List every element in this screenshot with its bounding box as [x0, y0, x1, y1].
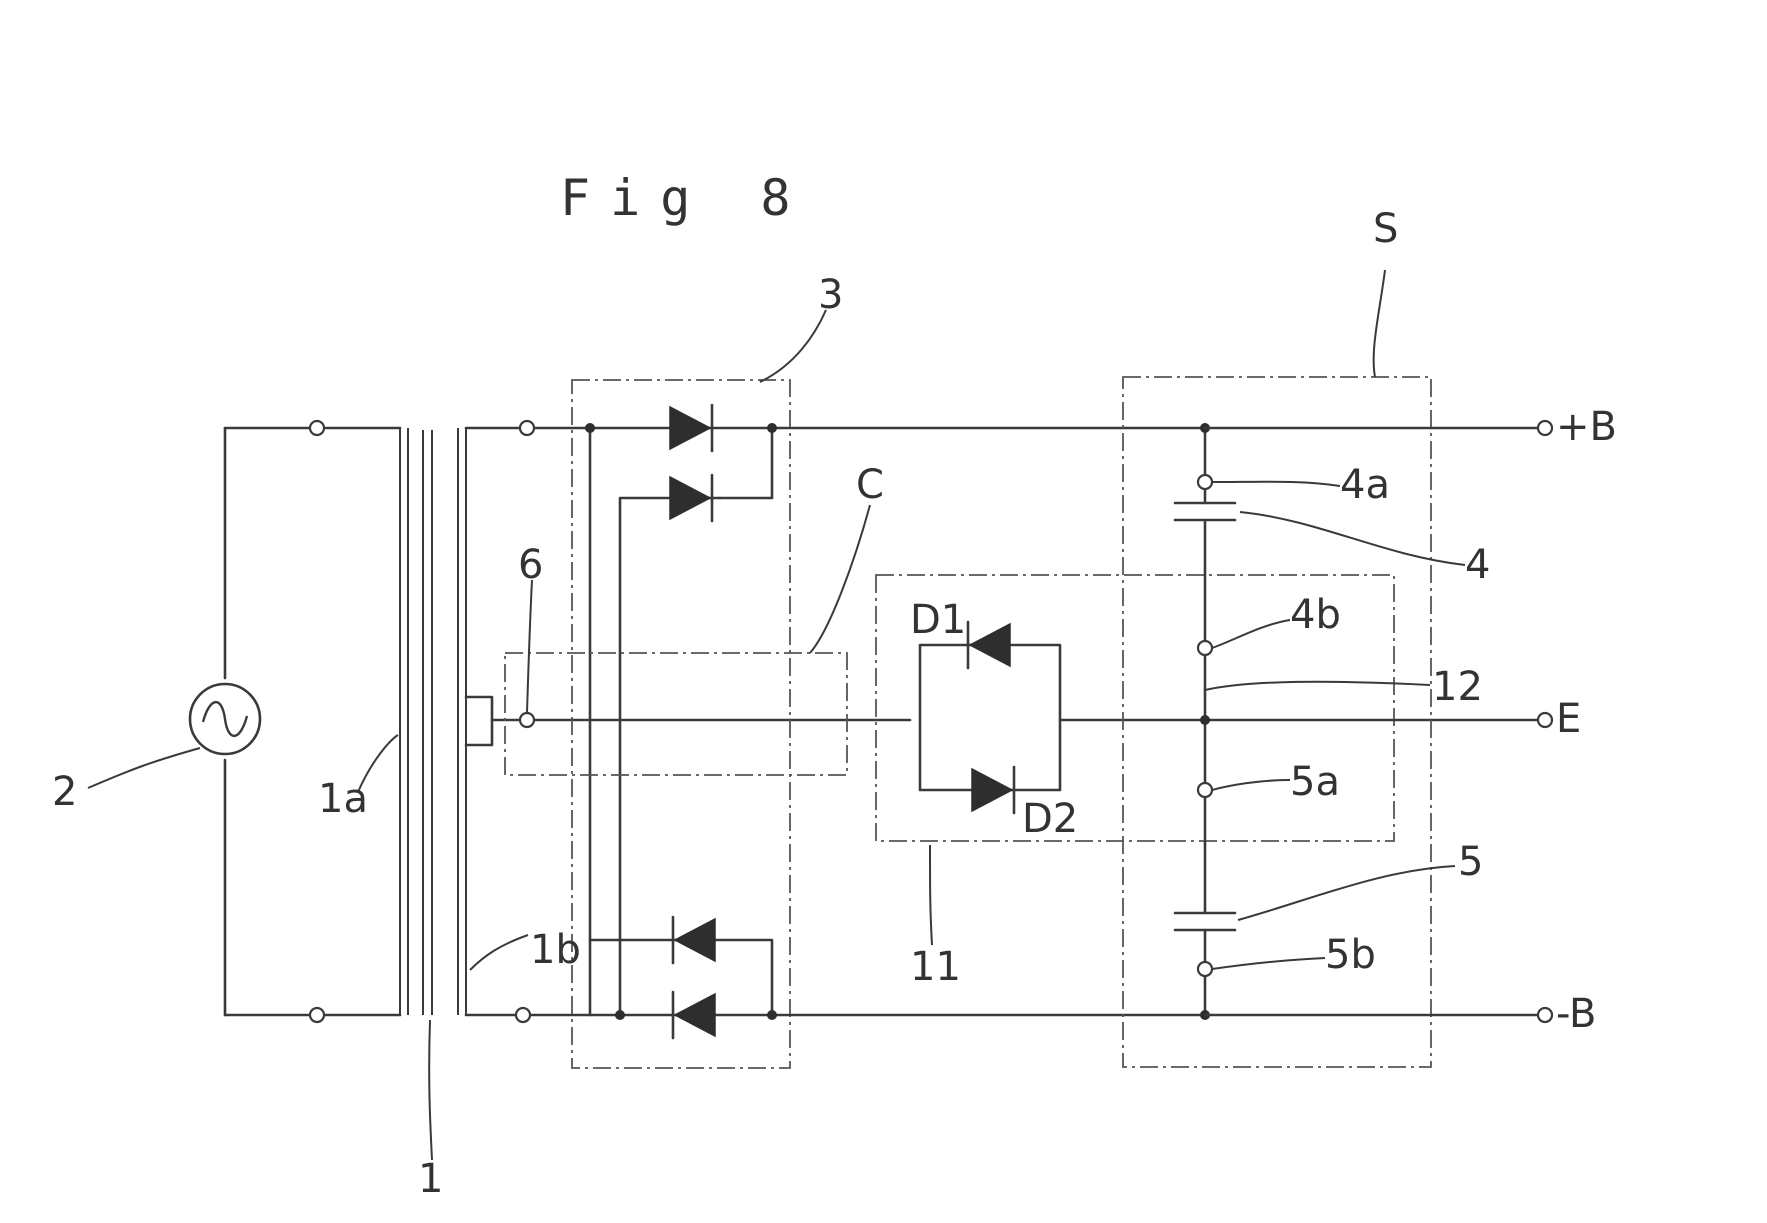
output-rails [1203, 419, 1554, 1024]
label-region-c: C [856, 462, 884, 508]
label-rectifier: 3 [818, 272, 843, 318]
diode-icon [669, 473, 714, 523]
label-secondary-winding: 1b [530, 927, 581, 973]
secondary-terminal-bottom [514, 1006, 532, 1024]
transformer [399, 419, 912, 1024]
label-transformer: 1 [418, 1156, 443, 1202]
label-terminal-e: E [1556, 696, 1581, 742]
capacitor-stack [1173, 423, 1237, 1020]
diode-block-wiring [918, 643, 1542, 792]
diode-icon [671, 990, 716, 1040]
label-diode-block: 11 [910, 944, 961, 990]
diode-icon [671, 915, 716, 965]
terminal-e [1536, 711, 1554, 729]
diode-icon [966, 620, 1011, 670]
label-capacitor-5b: 5b [1325, 932, 1376, 978]
label-junction-12: 12 [1432, 664, 1483, 710]
terminal-plus-b [1536, 419, 1554, 437]
secondary-terminal-top [518, 419, 536, 437]
label-capacitor-4a: 4a [1340, 462, 1390, 508]
node-5a [1196, 781, 1214, 799]
diode-block-box [875, 574, 1395, 842]
label-capacitor-4b: 4b [1290, 592, 1341, 638]
primary-terminal-bottom [308, 1006, 326, 1024]
region-s-box [1122, 376, 1432, 1068]
region-c-box [504, 652, 848, 776]
label-source: 2 [52, 769, 77, 815]
rectifier-box [571, 379, 791, 1069]
label-region-s: S [1373, 206, 1398, 252]
diode-icon [971, 765, 1016, 815]
label-diode-1: D1 [910, 597, 966, 643]
primary-circuit [223, 419, 402, 1024]
leader-lines [87, 269, 1466, 1161]
node-4b [1196, 639, 1214, 657]
label-primary-winding: 1a [318, 776, 368, 822]
figure-title: Fig 8 [560, 169, 811, 227]
node-5b [1196, 960, 1214, 978]
label-capacitor-5: 5 [1458, 839, 1483, 885]
label-center-tap: 6 [518, 542, 543, 588]
label-diode-2: D2 [1022, 796, 1078, 842]
terminal-minus-b [1536, 1006, 1554, 1024]
node-4a [1196, 473, 1214, 491]
label-terminal-minus-b: -B [1556, 991, 1596, 1037]
center-tap-terminal [518, 711, 536, 729]
primary-terminal-top [308, 419, 326, 437]
label-capacitor-5a: 5a [1290, 759, 1340, 805]
label-capacitor-4: 4 [1465, 542, 1490, 588]
label-terminal-plus-b: +B [1556, 404, 1617, 450]
ac-source-icon [188, 682, 262, 756]
diode-icon [669, 403, 714, 453]
